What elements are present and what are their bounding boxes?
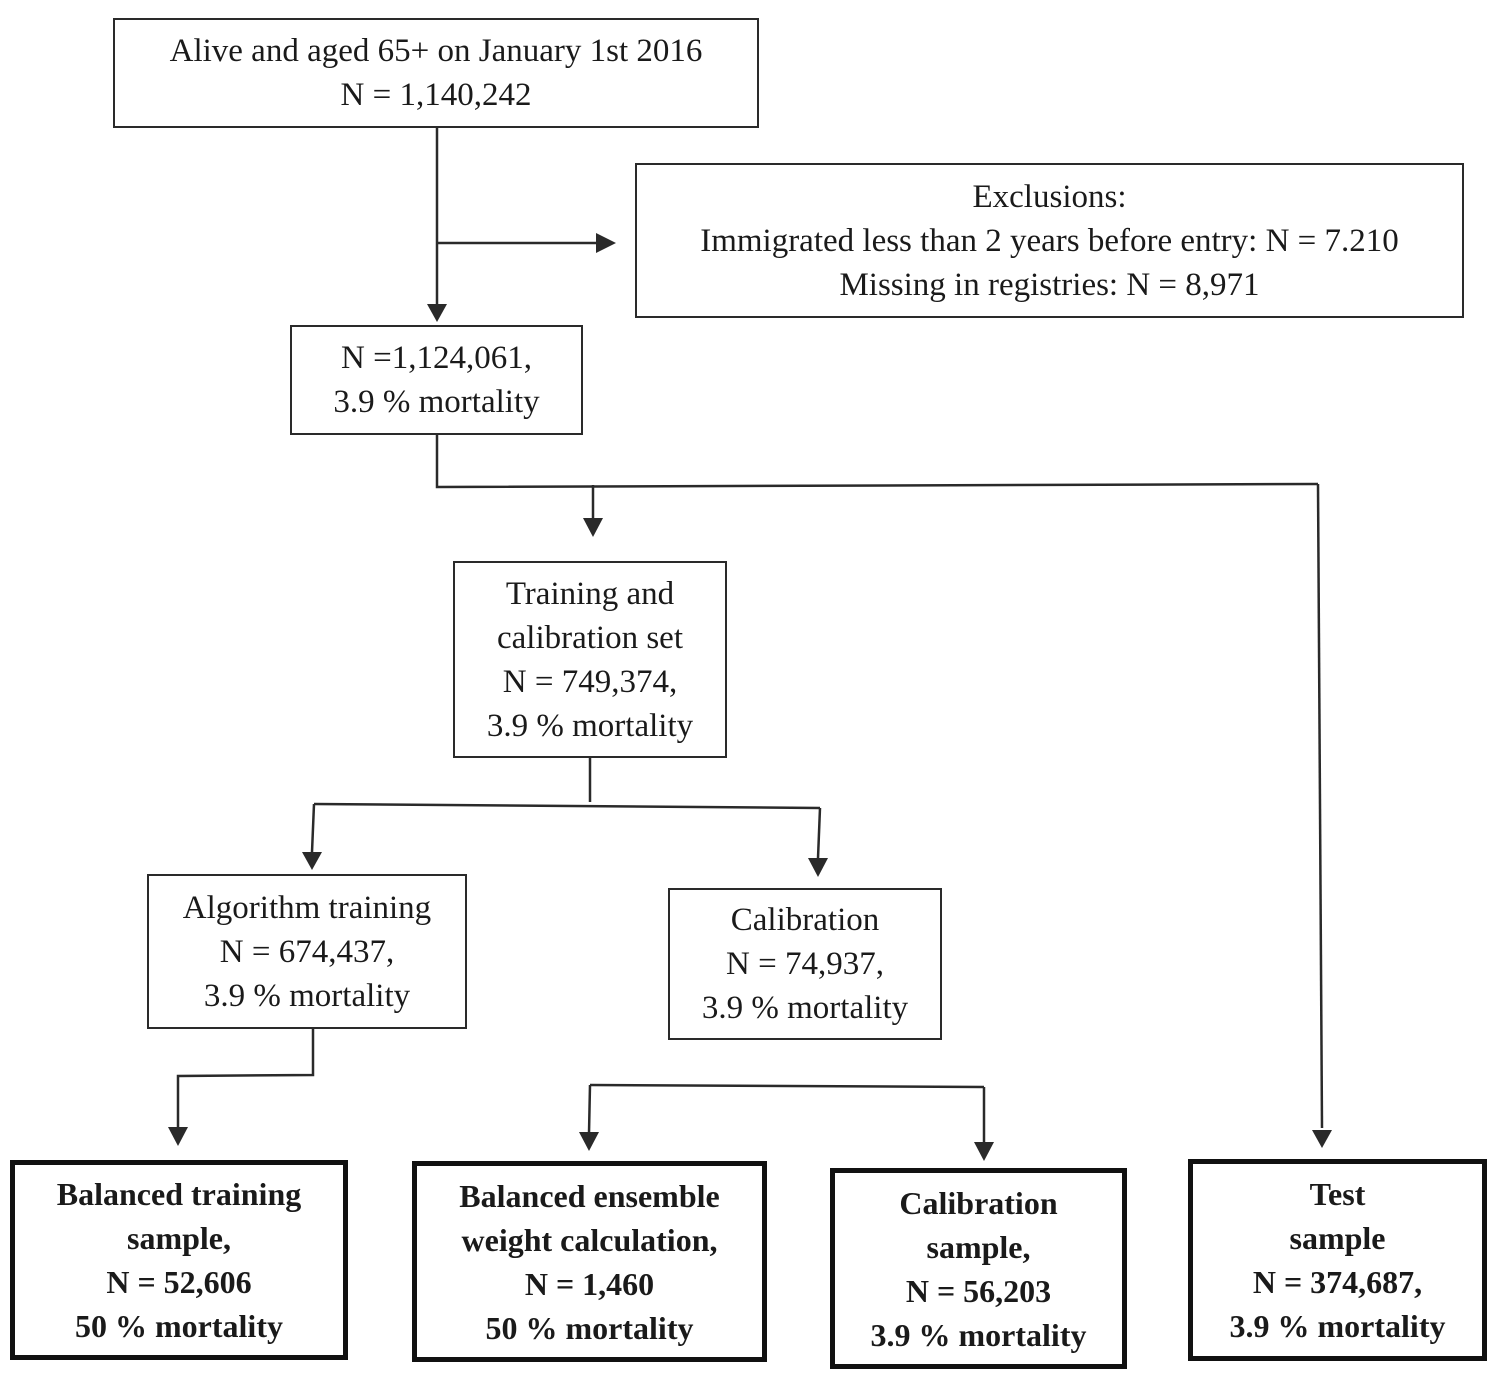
- training-calibration-line-2: calibration set: [496, 619, 683, 656]
- balanced-training-line-2: sample,: [127, 1220, 231, 1256]
- balanced-ensemble-line-1: Balanced ensemble: [459, 1177, 720, 1214]
- edge-cohort-to-test-sample: [1316, 483, 1324, 1129]
- edge-calibration-trunk: [589, 1083, 985, 1089]
- test-sample-box: Test sample N = 374,687, 3.9 % mortality: [1188, 1159, 1487, 1361]
- balanced-training-line-3: N = 52,606: [106, 1264, 252, 1300]
- balanced-ensemble-line-2: weight calculation,: [461, 1221, 718, 1258]
- edge-to-calibration: [816, 807, 822, 859]
- calibration-line-2: N = 74,937,: [726, 946, 884, 982]
- calibration-sample-line-3: N = 56,203: [905, 1272, 1052, 1309]
- balanced-ensemble-box: Balanced ensemble weight calculation, N …: [412, 1161, 767, 1362]
- start-line-2: N = 1,140,242: [340, 77, 532, 113]
- edge-algorithm-training-to-balanced-training: [176, 1028, 315, 1128]
- arrowhead-algorithm-training: [302, 852, 322, 870]
- edge-to-balanced-ensemble: [587, 1084, 592, 1134]
- algorithm-training-line-1: Algorithm training: [182, 889, 432, 926]
- cohort-box: N =1,124,061, 3.9 % mortality: [290, 325, 583, 435]
- test-sample-line-1: Test: [1309, 1176, 1366, 1212]
- edge-training-calibration-trunk: [313, 757, 821, 810]
- algorithm-training-line-3: 3.9 % mortality: [203, 977, 411, 1014]
- calibration-sample-line-4: 3.9 % mortality: [870, 1316, 1087, 1353]
- arrowhead-test-sample: [1312, 1130, 1332, 1148]
- cohort-line-2: 3.9 % mortality: [333, 384, 540, 420]
- arrowhead-balanced-training: [168, 1127, 188, 1146]
- balanced-ensemble-line-4: 50 % mortality: [485, 1309, 694, 1346]
- training-calibration-line-1: Training and: [505, 575, 675, 612]
- balanced-training-line-4: 50 % mortality: [75, 1308, 283, 1344]
- arrowhead-cohort: [427, 304, 447, 322]
- edge-cohort-trunk: [435, 434, 1319, 489]
- start-line-1: Alive and aged 65+ on January 1st 2016: [169, 33, 703, 69]
- arrowhead-training-calibration: [583, 518, 603, 537]
- test-sample-line-4: 3.9 % mortality: [1229, 1308, 1446, 1344]
- algorithm-training-line-2: N = 674,437,: [219, 933, 395, 970]
- exclusions-title: Exclusions:: [972, 178, 1127, 215]
- balanced-training-box: Balanced training sample, N = 52,606 50 …: [10, 1160, 348, 1360]
- calibration-line-1: Calibration: [730, 902, 880, 938]
- balanced-training-line-1: Balanced training: [56, 1176, 302, 1212]
- training-calibration-line-4: 3.9 % mortality: [486, 707, 694, 744]
- test-sample-line-2: sample: [1289, 1220, 1386, 1256]
- balanced-ensemble-line-3: N = 1,460: [524, 1265, 655, 1302]
- arrowhead-calibration-sample: [974, 1142, 994, 1161]
- exclusions-line-2: Missing in registries: N = 8,971: [839, 266, 1260, 303]
- cohort-line-1: N =1,124,061,: [341, 340, 532, 376]
- exclusions-box: Exclusions: Immigrated less than 2 years…: [635, 163, 1464, 318]
- calibration-sample-line-2: sample,: [926, 1228, 1031, 1265]
- calibration-box: Calibration N = 74,937, 3.9 % mortality: [668, 888, 942, 1040]
- calibration-line-3: 3.9 % mortality: [701, 990, 909, 1026]
- training-calibration-box: Training and calibration set N = 749,374…: [453, 561, 727, 758]
- arrowhead-calibration: [808, 858, 828, 877]
- arrowhead-balanced-ensemble: [579, 1132, 599, 1151]
- algorithm-training-box: Algorithm training N = 674,437, 3.9 % mo…: [147, 874, 467, 1029]
- exclusions-line-1: Immigrated less than 2 years before entr…: [700, 222, 1399, 259]
- calibration-sample-line-1: Calibration: [899, 1184, 1058, 1221]
- start-population-box: Alive and aged 65+ on January 1st 2016 N…: [113, 18, 759, 128]
- edge-to-algorithm-training: [310, 803, 316, 853]
- arrowhead-exclusions: [596, 233, 616, 253]
- training-calibration-line-3: N = 749,374,: [502, 663, 678, 700]
- test-sample-line-3: N = 374,687,: [1252, 1264, 1423, 1300]
- calibration-sample-box: Calibration sample, N = 56,203 3.9 % mor…: [830, 1168, 1127, 1369]
